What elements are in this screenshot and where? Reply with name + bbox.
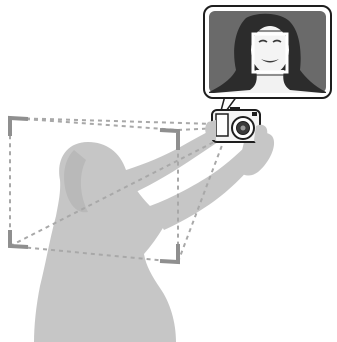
ray-top-left [10, 118, 216, 124]
camera-screen-callout [204, 6, 331, 98]
camera-icon [205, 107, 267, 144]
